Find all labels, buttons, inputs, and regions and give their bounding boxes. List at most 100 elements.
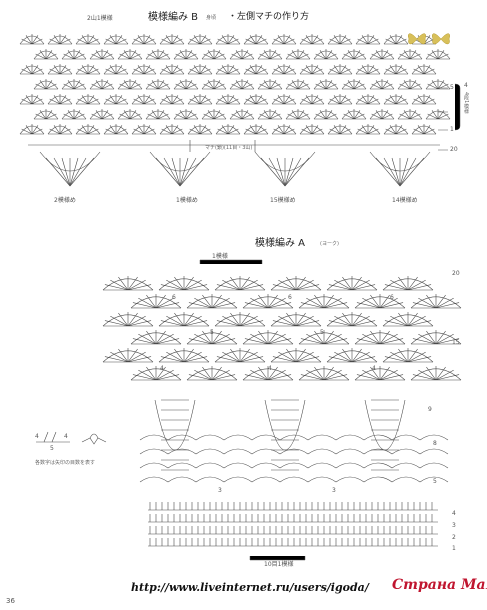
mesh-arc: [419, 476, 449, 483]
mesh-arc: [139, 462, 169, 469]
stitch-fan: [411, 366, 461, 381]
stitch-arc: [397, 50, 423, 60]
stitch-count: 5: [320, 329, 324, 336]
stitch-arc: [158, 278, 210, 291]
stitch-count: 3: [218, 487, 222, 494]
stitch-fan: [327, 312, 377, 327]
stitch-fan: [188, 64, 212, 75]
stitch-arc: [187, 125, 213, 135]
stitch-fan: [159, 312, 209, 327]
stitch-arc: [383, 95, 409, 105]
stitch-arc: [285, 50, 311, 60]
mesh-arc: [307, 434, 337, 441]
mesh-arc: [251, 448, 281, 455]
mesh-arc: [167, 448, 197, 455]
mesh-arc: [251, 434, 281, 441]
motif-stitch: [375, 157, 401, 187]
stitch-fan: [356, 124, 380, 135]
motif-stitch: [179, 157, 205, 187]
stitch-fan: [202, 109, 226, 120]
mesh-arc: [251, 476, 281, 483]
stitch-arc: [397, 80, 423, 90]
stitch-arc: [131, 65, 157, 75]
stitch-arc: [33, 80, 59, 90]
motif-stitch: [284, 157, 294, 187]
stitch-fan: [314, 79, 338, 90]
stitch-arc: [33, 110, 59, 120]
butterfly-icon: [408, 33, 450, 45]
diagram-b-gusset-label: マチ(鎖)(11目・3山): [205, 145, 253, 151]
stitch-fan: [48, 94, 72, 105]
stitch-fan: [216, 64, 240, 75]
stitch-arc: [298, 296, 350, 309]
diagram-a-row-4: 4: [452, 510, 456, 517]
mesh-arc: [335, 448, 365, 455]
stitch-arc: [102, 314, 154, 327]
stitch-fan: [187, 330, 237, 345]
stitch-fan: [230, 49, 254, 60]
stitch-fan: [426, 79, 450, 90]
stitch-arc: [326, 350, 378, 363]
stitch-arc: [75, 95, 101, 105]
stitch-arc: [243, 65, 269, 75]
diagram-b-subtitle: ・左側マチの作り方: [228, 12, 310, 22]
diagram-a-row-2: 2: [452, 534, 456, 541]
stitch-arc: [369, 110, 395, 120]
diagram-a-title-suffix: (ヨーク): [320, 241, 339, 247]
mesh-arc: [335, 462, 365, 469]
stitch-arc: [326, 314, 378, 327]
motif-stitch: [61, 157, 71, 187]
stitch-arc: [313, 110, 339, 120]
stitch-fan: [132, 124, 156, 135]
stitch-fan: [118, 79, 142, 90]
stitch-arc: [130, 296, 182, 309]
stitch-arc: [410, 368, 462, 381]
stitch-arc: [257, 50, 283, 60]
stitch-arc: [298, 332, 350, 345]
stitch-fan: [244, 94, 268, 105]
stitch-arc: [229, 80, 255, 90]
motif-stitch: [179, 157, 189, 187]
stitch-arc: [243, 35, 269, 45]
legend-num-top-left: 4: [35, 433, 39, 440]
diagram-a-row-20: 20: [452, 270, 460, 277]
stitch-arc: [159, 65, 185, 75]
mesh-arc: [279, 434, 309, 441]
stitch-arc: [47, 35, 73, 45]
stitch-count: 6: [390, 294, 394, 301]
stitch-arc: [229, 50, 255, 60]
stitch-arc: [131, 95, 157, 105]
diagram-b-row-20: 20: [450, 146, 458, 153]
stitch-arc: [242, 332, 294, 345]
motif-stitch: [268, 157, 286, 187]
stitch-fan: [90, 109, 114, 120]
diagram-a-chart: [102, 259, 462, 561]
stitch-arc: [382, 350, 434, 363]
motif-stitch: [399, 157, 425, 187]
legend-note: 各数字は矢印の目数を表す: [35, 460, 96, 466]
stitch-fan: [328, 94, 352, 105]
stitch-fan: [90, 79, 114, 90]
stitch-arc: [117, 110, 143, 120]
stitch-arc: [425, 50, 451, 60]
stitch-arc: [186, 368, 238, 381]
stitch-fan: [48, 64, 72, 75]
mesh-arc: [391, 476, 421, 483]
stitch-arc: [102, 278, 154, 291]
stitch-arc: [257, 80, 283, 90]
mesh-arc: [195, 476, 225, 483]
mesh-arc: [251, 462, 281, 469]
stitch-fan: [271, 276, 321, 291]
stitch-fan: [328, 124, 352, 135]
stitch-fan: [160, 94, 184, 105]
legend-symbol: [36, 431, 107, 445]
stitch-arc: [131, 35, 157, 45]
stitch-fan: [300, 34, 324, 45]
mesh-arc: [139, 434, 169, 441]
stitch-count: 5: [210, 329, 214, 336]
motif-stitch: [399, 157, 409, 187]
stitch-arc: [383, 125, 409, 135]
stitch-arc: [411, 65, 437, 75]
stitch-arc: [299, 125, 325, 135]
stitch-fan: [202, 79, 226, 90]
